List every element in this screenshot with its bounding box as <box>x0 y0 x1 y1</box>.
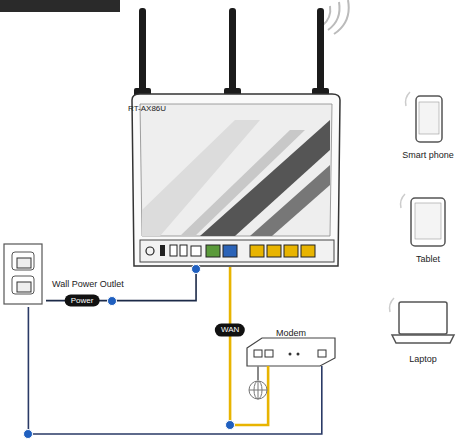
cable-label: WAN <box>215 324 245 337</box>
cable-label: Power <box>65 294 100 307</box>
router-body <box>267 245 281 257</box>
wall-outlet <box>12 252 34 270</box>
internet-cable <box>257 366 259 380</box>
wifi-waves <box>334 0 349 34</box>
modem-box <box>318 350 326 357</box>
router-body <box>180 130 305 236</box>
smartphone-node: Smart phone <box>399 90 457 160</box>
router-body <box>146 247 154 255</box>
laptop-node: Laptop <box>390 298 456 360</box>
router-body <box>140 104 332 236</box>
laptop-icon <box>390 298 455 343</box>
router-body <box>170 245 177 256</box>
router-body <box>132 94 340 266</box>
wall-outlet <box>17 258 31 268</box>
router-body <box>250 245 264 257</box>
internet-cable <box>258 366 259 380</box>
router-node: RT-AX86U <box>128 92 342 267</box>
tablet-icon <box>411 198 445 246</box>
wifi-waves <box>322 0 349 34</box>
modem-box <box>247 338 335 366</box>
modem-label: Modem <box>276 329 306 339</box>
wall-outlet-label: Wall Power Outlet <box>52 280 124 290</box>
globe-icon <box>249 381 267 399</box>
modem-box <box>247 338 335 366</box>
modem-box <box>254 350 262 357</box>
wan-cable <box>230 267 268 425</box>
antenna <box>317 8 324 96</box>
wall-outlet <box>4 244 42 304</box>
laptop-icon <box>390 298 395 312</box>
router-body <box>180 245 187 256</box>
antenna <box>139 8 146 96</box>
header-bar <box>0 0 120 12</box>
cable-marker <box>108 297 117 306</box>
cable-marker <box>226 421 235 430</box>
cable-marker <box>24 265 235 439</box>
router-body <box>301 245 315 257</box>
smartphone-icon <box>416 96 442 142</box>
smartphone-icon <box>406 92 443 142</box>
wifi-waves <box>328 2 340 30</box>
tablet-icon <box>415 203 441 239</box>
antenna <box>134 8 329 98</box>
router-body <box>191 246 201 256</box>
wall-outlet <box>4 244 42 304</box>
wall-outlet <box>12 276 34 294</box>
smartphone-icon <box>406 92 411 106</box>
router-body <box>284 245 298 257</box>
laptop-icon <box>399 302 447 334</box>
modem-box <box>289 353 292 356</box>
globe-icon <box>258 381 259 399</box>
modem-node: Modem <box>247 338 335 366</box>
router-body <box>140 240 334 262</box>
router-body <box>160 245 165 256</box>
laptop-label: Laptop <box>409 355 437 365</box>
globe-icon <box>249 381 267 399</box>
wall-outlet <box>17 282 31 292</box>
tablet-icon <box>401 194 446 246</box>
cable-marker <box>192 265 201 274</box>
cable-marker <box>24 430 33 439</box>
router-body <box>206 245 220 257</box>
laptop-icon <box>392 335 454 343</box>
modem-power-cable <box>28 307 321 434</box>
router-body <box>250 165 330 236</box>
header-bar <box>0 0 120 12</box>
wall-outlet-node: Wall Power Outlet <box>2 243 46 307</box>
router-label: RT-AX86U <box>128 105 166 114</box>
smartphone-label: Smart phone <box>402 151 454 161</box>
tablet-node: Tablet <box>400 194 456 264</box>
router-body <box>223 245 237 257</box>
router-body <box>132 94 340 266</box>
tablet-label: Tablet <box>416 255 440 265</box>
modem-box <box>297 353 300 356</box>
smartphone-icon <box>419 102 439 134</box>
modem-box <box>265 350 273 357</box>
tablet-icon <box>401 194 406 208</box>
antenna <box>229 8 236 96</box>
